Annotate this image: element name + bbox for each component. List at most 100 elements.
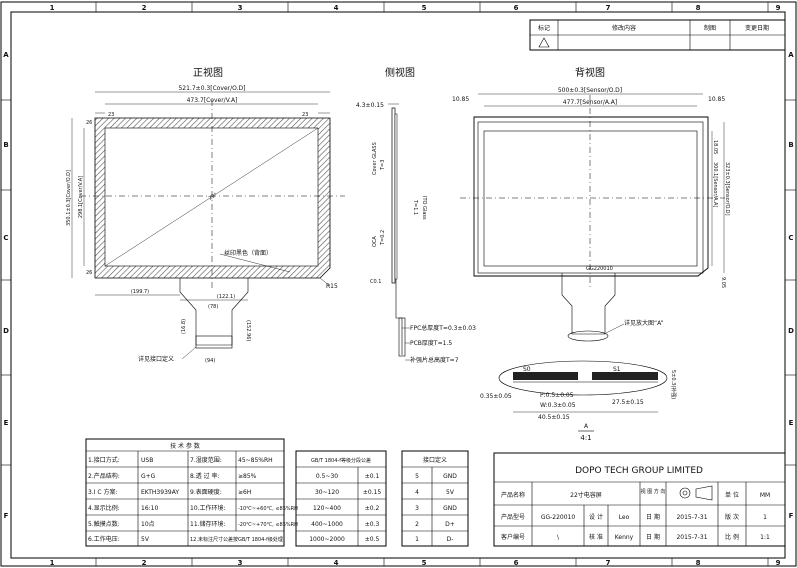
front-view: 22" 521.7±0.3[Cover/O.D] 473.7[Cover/V.A…	[66, 85, 345, 364]
interface-pin-1: 1	[415, 536, 419, 543]
grid-col-5-bottom: 5	[422, 559, 427, 567]
back-detail-a	[498, 360, 668, 396]
grid-row-b: B	[3, 141, 8, 149]
product-name-label: 产品名称	[501, 491, 525, 499]
tech-row5-label1: 5.触摸点数:	[88, 520, 120, 528]
grid-row-c: C	[3, 234, 8, 242]
side-ito-glass	[394, 113, 398, 280]
back-label-code: GG220010	[586, 266, 613, 272]
approve-date-label: 日 期	[646, 533, 660, 541]
back-detail-label: A	[584, 423, 589, 430]
front-silkscreen-note: 丝印黑色（背面）	[224, 249, 272, 257]
grid-col-2: 2	[142, 4, 147, 12]
grid-row-d-right: D	[788, 327, 794, 335]
approve-label: 核 准	[589, 533, 603, 541]
grid-rows: A B C D E F A B C D E F	[1, 51, 796, 520]
side-stiffener	[398, 317, 406, 357]
back-right-gap: 10.85	[708, 96, 725, 103]
tolerance-value-2: ±0.15	[363, 489, 382, 496]
tech-params-title: 技 术 参 数	[170, 442, 200, 450]
approver: Kenny	[615, 534, 634, 541]
design-date-label: 日 期	[646, 513, 660, 521]
interface-pin-3: 3	[415, 505, 419, 512]
back-pitch: P:0.5±0.05	[540, 392, 574, 399]
rev-header-content: 修改内容	[612, 24, 636, 32]
tolerance-title: GB/T 1804-f等级分段公差	[311, 457, 371, 464]
side-cover-glass	[391, 107, 396, 284]
unit-value: MM	[760, 492, 770, 499]
grid-col-6-bottom: 6	[514, 559, 519, 567]
grid-col-5: 5	[422, 4, 427, 12]
tolerance-value-5: ±0.5	[365, 536, 380, 543]
front-fpc-offset: (199.7)	[131, 289, 149, 295]
back-detail-scale: 4:1	[580, 434, 591, 442]
side-view-title: 侧视图	[385, 66, 415, 79]
interface-title: 接口定义	[423, 456, 447, 464]
back-width: W:0.3±0.05	[540, 402, 576, 409]
tech-row5-label2: 11.储存环境:	[190, 520, 226, 528]
tolerance-range-3: 120~400	[313, 505, 341, 512]
front-va-height: 298.1[Cover/V.A]	[78, 176, 84, 218]
grid-col-3: 3	[238, 4, 243, 12]
back-left-gap: 10.85	[452, 96, 469, 103]
design-label: 设 计	[589, 513, 603, 521]
side-t11: T=1.1	[412, 199, 418, 215]
back-detail-note: 详见放大图“A”	[624, 319, 664, 327]
grid-col-6: 6	[514, 4, 519, 12]
tolerance-range-1: 0.5~30	[316, 473, 338, 480]
rev-header-drafter: 制图	[704, 24, 716, 32]
back-connector-height: 5±0.3(补强)	[670, 370, 677, 399]
title-block: DOPO TECH GROUP LIMITED 产品名称 22寸电容屏 视 图 …	[493, 452, 786, 547]
grid-row-e: E	[4, 419, 9, 427]
side-stiffener-label: 补强片总高度T=7	[410, 356, 459, 364]
customer-value: \	[557, 534, 560, 541]
grid-row-c-right: C	[788, 234, 793, 242]
back-dim2: 27.5±0.15	[612, 399, 644, 406]
grid-col-9: 9	[776, 4, 781, 12]
scale-label: 比 例	[725, 533, 739, 541]
back-dim1: 0.35±0.05	[480, 393, 512, 400]
grid-col-9-bottom: 9	[776, 559, 781, 567]
side-t02: T=0.2	[380, 230, 386, 246]
tolerance-value-1: ±0.1	[365, 473, 380, 480]
scale-value: 1:1	[760, 534, 770, 541]
side-view: 4.3±0.15 Cover GLASS T=3 ITO Glass T=1.1…	[356, 102, 476, 364]
grid-row-e-right: E	[789, 419, 794, 427]
tech-row2-value1: G+G	[141, 473, 156, 480]
tech-row3-label1: 3.I C 方案:	[88, 488, 118, 496]
interface-signal-5: GND	[443, 473, 457, 480]
revision-triangle-icon	[538, 37, 550, 48]
back-aa-width: 477.7[Sensor/A.A]	[563, 99, 617, 106]
rev-header-mark: 标记	[538, 24, 550, 32]
interface-signal-2: D+	[445, 521, 455, 528]
grid-col-4-bottom: 4	[334, 559, 339, 567]
front-fpc-note: 详见接口定义	[138, 355, 174, 363]
front-fpc-d: (94)	[205, 358, 215, 364]
grid-row-d: D	[3, 327, 9, 335]
interface-table: 接口定义 5 GND 4 5V 3 GND 2 D+ 1 D-	[401, 450, 469, 547]
projection-cone-icon	[695, 485, 713, 501]
front-cover-height: 350.1±0.3[Cover/O.D]	[66, 170, 72, 226]
interface-signal-1: D-	[447, 536, 454, 543]
interface-pin-4: 4	[415, 489, 419, 496]
tech-row1-label2: 7.湿度范围:	[190, 456, 222, 464]
back-bottom-gap: 9.05	[720, 277, 726, 288]
back-fpc-outline	[561, 273, 616, 335]
grid-row-a-right: A	[788, 51, 794, 59]
front-diagonal-mark: 22"	[208, 192, 219, 202]
tech-row3-label2: 9.表面硬度:	[190, 488, 222, 496]
back-sensor-width: 500±0.3[Sensor/O.D]	[558, 87, 622, 94]
tech-row1-value2: 45~85%RH	[238, 457, 273, 464]
grid-col-8-bottom: 8	[696, 559, 701, 567]
revision-block: 标记 修改内容 制图 变更日期	[529, 19, 786, 51]
front-left-margin: 23	[108, 112, 114, 118]
approve-date: 2015-7-31	[676, 534, 707, 541]
front-corner-radius: R15	[326, 283, 338, 290]
tolerance-range-2: 30~120	[315, 489, 339, 496]
back-sensor-od	[477, 121, 704, 274]
tech-row2-label1: 2.产品结构:	[88, 472, 120, 480]
grid-row-f: F	[4, 512, 9, 520]
tech-row4-label2: 10.工作环境:	[190, 504, 226, 512]
front-view-title: 正视图	[193, 66, 223, 79]
